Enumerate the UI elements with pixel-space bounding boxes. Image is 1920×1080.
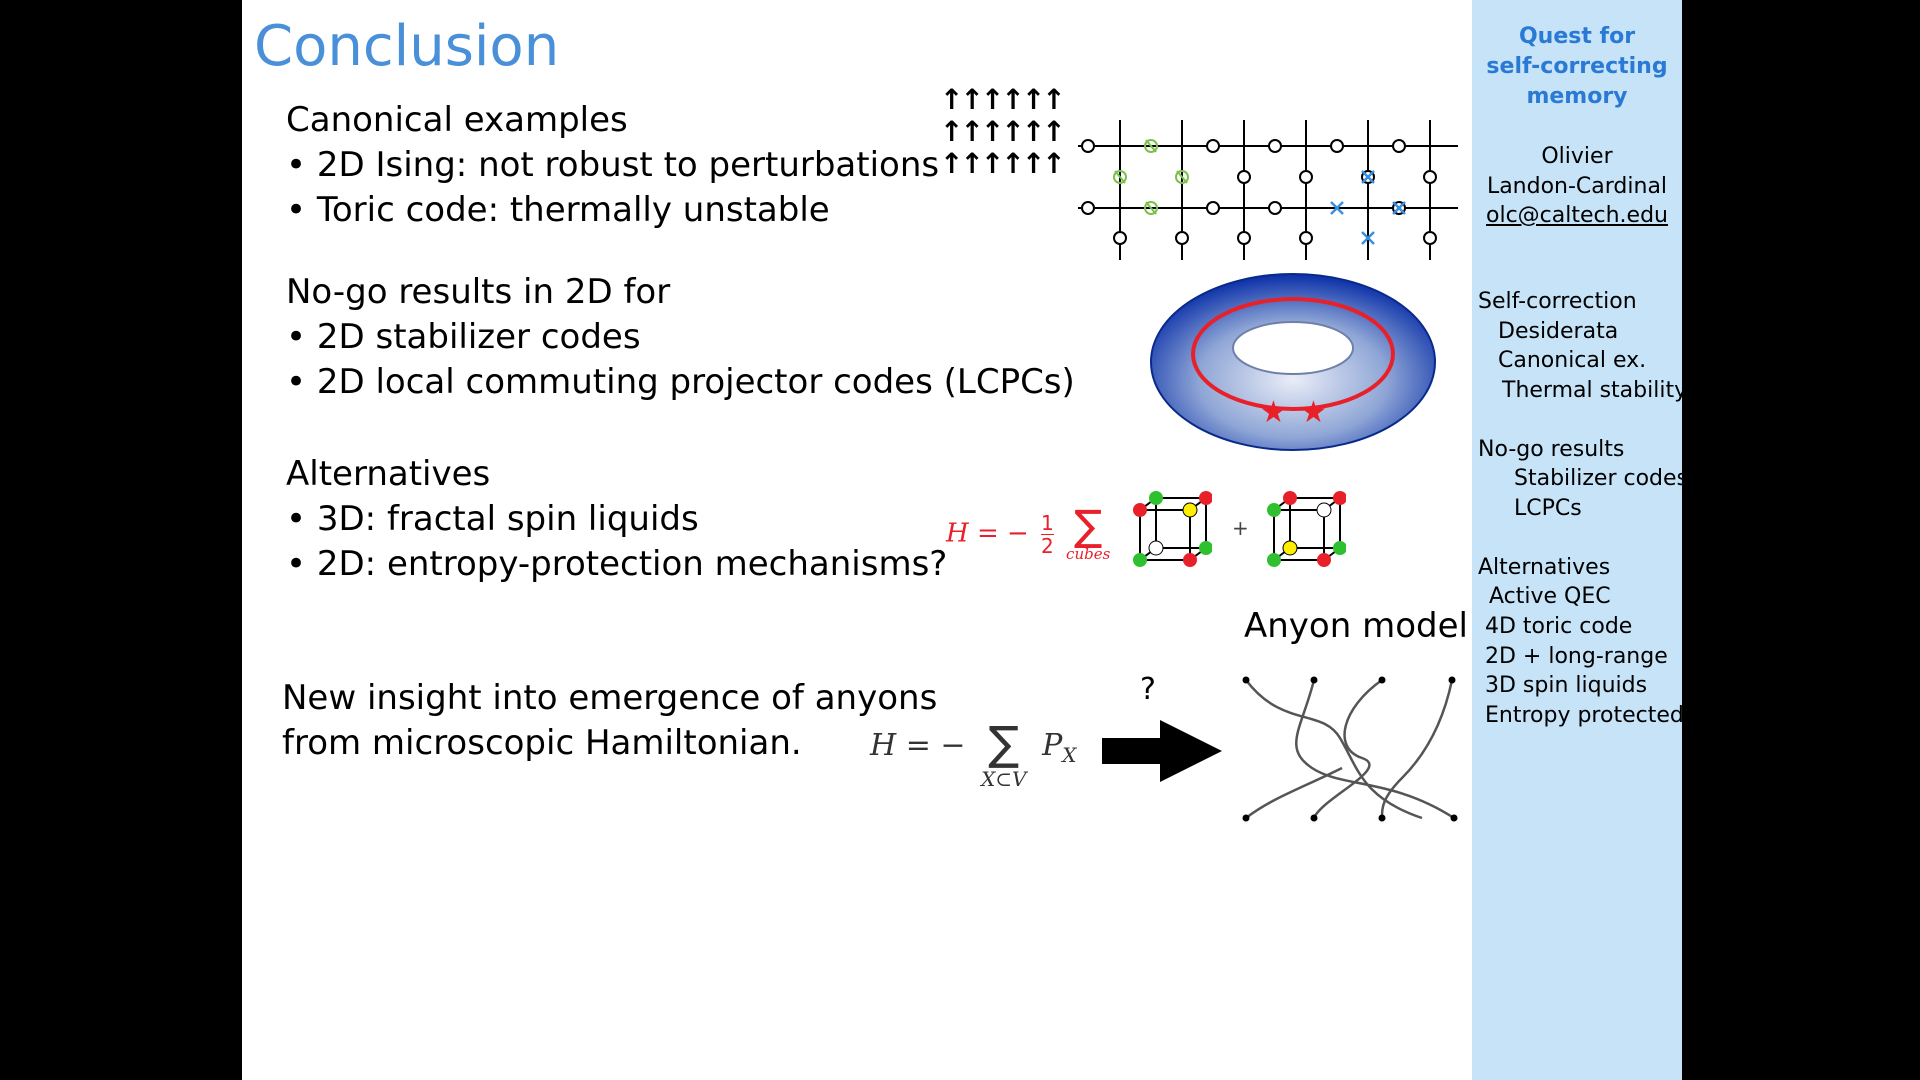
anyon-model-label: Anyon model [1244,606,1468,646]
arrow-right-icon [1102,720,1222,782]
question-mark: ? [1140,672,1156,707]
toc-item-self-correction[interactable]: Self-correction [1478,289,1637,314]
nogo-heading: No-go results in 2D for [286,272,671,312]
sum-subscript: X⊂V [981,767,1027,791]
toc-item-3d-spin-liquids[interactable]: 3D spin liquids [1485,673,1648,698]
bullet-stabilizer: • 2D stabilizer codes [286,317,641,357]
projector-term: PX [1042,728,1076,767]
cubes-equation: H = − 1 2 ∑ cubes [946,501,1111,563]
fraction-denominator: 2 [1041,533,1054,558]
toc-item-active-qec[interactable]: Active QEC [1489,584,1611,609]
sidebar-title-line: memory [1526,84,1628,109]
insight-line-1: New insight into emergence of anyons [282,678,938,718]
x-operators [1330,170,1406,245]
cube-term-1 [1133,491,1212,567]
anyon-braid-diagram [1242,676,1458,822]
toc-item-2d-long-range[interactable]: 2D + long-range [1485,644,1668,669]
cubes-eq-lhs: H = − [946,518,1029,549]
toc-item-stabilizer[interactable]: Stabilizer codes [1514,466,1689,491]
ising-arrow-row: ↑↑↑↑↑↑ [940,115,1066,148]
ising-arrow-row: ↑↑↑↑↑↑ [940,83,1066,116]
toc-item-nogo[interactable]: No-go results [1478,437,1625,462]
projector-subscript: X [1062,743,1077,767]
ising-arrow-row: ↑↑↑↑↑↑ [940,147,1066,180]
anyon-star: ★ [1260,395,1287,430]
toc-item-4d-toric[interactable]: 4D toric code [1485,614,1633,639]
bullet-lcpc: • 2D local commuting projector codes (LC… [286,362,1075,402]
ising-arrows-figure: ↑↑↑↑↑↑ ↑↑↑↑↑↑ ↑↑↑↑↑↑ [940,83,1066,180]
toc-item-lcpcs[interactable]: LCPCs [1514,496,1582,521]
canonical-heading: Canonical examples [286,100,628,140]
sum-symbol: ∑ [988,716,1020,770]
bullet-entropy: • 2D: entropy-protection mechanisms? [286,544,948,584]
bullet-toric: • Toric code: thermally unstable [286,190,830,230]
cube-term-2 [1267,491,1346,567]
torus-loop [1191,297,1395,411]
projector-equation: H = − ∑ X⊂V PX [870,718,1077,790]
sum-symbol: ∑ [1074,501,1103,550]
slide-title: Conclusion [254,14,560,79]
proj-sum: ∑ X⊂V [981,718,1026,790]
proj-eq-lhs: H = − [870,728,966,763]
z-operators [1113,139,1189,215]
alternatives-heading: Alternatives [286,454,491,494]
cube-plus: + [1232,516,1249,540]
insight-line-2: from microscopic Hamiltonian. [282,723,802,763]
anyon-star: ★ [1300,395,1327,430]
toc-item-canonical[interactable]: Canonical ex. [1498,348,1647,373]
sidebar: Quest for self-correcting memory Olivier… [1472,0,1688,1080]
bullet-ising: • 2D Ising: not robust to perturbations [286,145,940,185]
author-email-link[interactable]: olc@caltech.edu [1486,203,1668,228]
sidebar-title-line: self-correcting [1486,54,1668,79]
toc-item-alternatives[interactable]: Alternatives [1478,555,1611,580]
sum-subscript: cubes [1066,545,1111,563]
sidebar-title-line: Quest for [1518,24,1636,49]
author-name-line: Landon-Cardinal [1486,174,1668,199]
cubes-sum: ∑ cubes [1066,501,1111,563]
toc-item-desiderata[interactable]: Desiderata [1498,319,1619,344]
toc-item-entropy[interactable]: Entropy protected [1485,703,1684,728]
one-half-fraction: 1 2 [1041,512,1054,557]
author-name-line: Olivier [1541,144,1613,169]
bullet-fractal: • 3D: fractal spin liquids [286,499,699,539]
torus-figure: ★ ★ [1150,273,1436,451]
fraction-numerator: 1 [1041,510,1054,535]
toric-code-lattice [1078,120,1458,260]
toc-item-thermal-stability[interactable]: Thermal stability [1502,378,1688,403]
projector-symbol: P [1042,728,1063,763]
slide: Conclusion Canonical examples • 2D Ising… [242,0,1472,1080]
